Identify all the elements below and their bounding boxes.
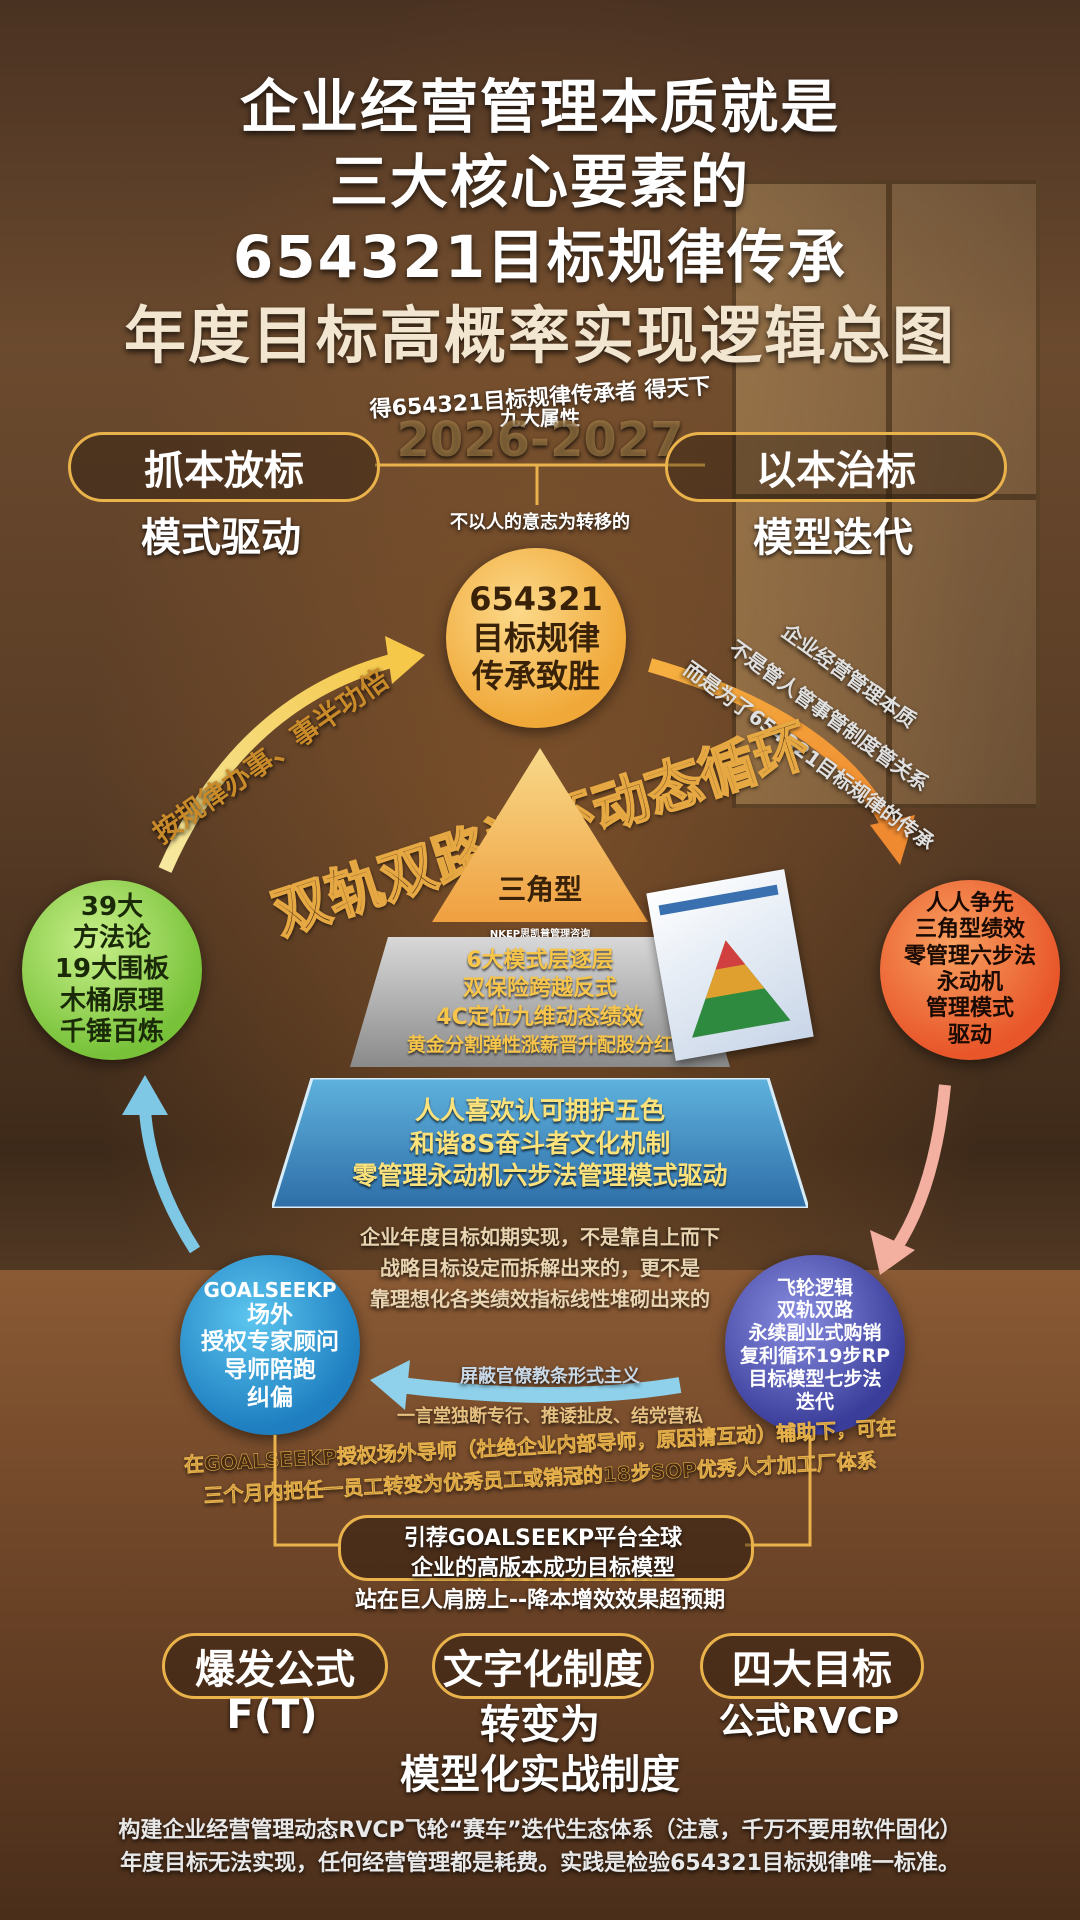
bottom-pill-3: 四大目标 (700, 1633, 924, 1699)
banner-line-2: 九大属性 (500, 406, 580, 430)
top-circle-line-3: 传承致胜 (471, 657, 600, 696)
pyramid-bottom-text: 人人喜欢认可拥护五色 和谐8S奋斗者文化机制 零管理永动机六步法管理模式驱动 (272, 1082, 808, 1206)
pyramid-middle-line-1: 6大模式层逐层 (466, 947, 614, 973)
bottom-right-circle-line-6: 迭代 (795, 1390, 834, 1413)
recommend-line-3: 站在巨人肩膀上--降本增效效果超预期 (354, 1588, 726, 1613)
bottom-pill-2-sub2: 模型化实战制度 (400, 1752, 680, 1798)
bottom-arrow-text-2: 一言堂独断专行、推诿扯皮、结党营私 (397, 1406, 703, 1427)
bottom-right-circle: 飞轮逻辑 双轨双路 永续副业式购销 复利循环19步RP 目标模型七步法 迭代 (725, 1255, 905, 1435)
bottom-right-circle-line-5: 目标模型七步法 (748, 1367, 882, 1390)
right-circle: 人人争先 三角型绩效 零管理六步法 永动机 管理模式 驱动 (880, 880, 1060, 1060)
pyramid-middle-text: 6大模式层逐层 双保险跨越反式 4C定位九维动态绩效 黄金分割弹性涨薪晋升配股分… (350, 940, 730, 1064)
center-paragraph-line-3: 靠理想化各类绩效指标线性堆砌出来的 (370, 1287, 710, 1311)
recommend-line-1: 引荐GOALSEEKP平台全球 (403, 1526, 683, 1551)
center-paragraph-line-1: 企业年度目标如期实现，不是靠自上而下 (360, 1225, 720, 1249)
bottom-left-circle-line-4: 导师陪跑 (224, 1357, 316, 1383)
right-circle-line-3: 零管理六步法 (903, 943, 1036, 969)
title-line-3: 654321目标规律传承 (232, 223, 848, 291)
bottom-left-circle-line-5: 纠偏 (247, 1384, 293, 1411)
bottom-left-circle-line-3: 授权专家顾问 (201, 1329, 339, 1356)
pyramid-bottom-line-3: 零管理永动机六步法管理模式驱动 (352, 1161, 728, 1191)
pyramid-bottom-line-2: 和谐8S奋斗者文化机制 (409, 1128, 671, 1158)
top-circle: 654321 目标规律 传承致胜 (446, 548, 626, 728)
bottom-pill-3-sub: 公式RVCP (718, 1701, 900, 1742)
right-subtitle: 模型迭代 (753, 515, 913, 561)
left-pill: 抓本放标 (68, 432, 380, 502)
right-circle-line-6: 驱动 (947, 1022, 992, 1048)
right-pill: 以本治标 (665, 432, 1007, 502)
pyramid-top-shape (432, 748, 648, 922)
top-circle-line-2: 目标规律 (471, 618, 600, 657)
top-connector-lines (375, 463, 705, 505)
bottom-right-circle-line-3: 永续副业式购销 (748, 1322, 882, 1345)
banner-years: 2026-2027 (396, 412, 684, 468)
title-line-4: 年度目标高概率实现逻辑总图 (123, 299, 956, 372)
recommend-connector (273, 1435, 812, 1547)
bottom-pill-1-sub: F(T) (226, 1692, 318, 1738)
recommend-line-2: 企业的高版本成功目标模型 (410, 1556, 675, 1581)
left-circle: 39大 方法论 19大围板 木桶原理 千锤百炼 (22, 880, 202, 1060)
left-circle-line-3: 19大围板 (54, 954, 170, 985)
pyramid-brand: NKEP思凯普管理咨询 (489, 929, 591, 940)
title-line-1: 企业经营管理本质就是 (239, 73, 840, 141)
left-subtitle: 模式驱动 (141, 515, 301, 561)
pyramid-bottom-line-1: 人人喜欢认可拥护五色 (414, 1096, 665, 1126)
pyramid-top-label: 三角型 (497, 873, 582, 906)
pyramid-middle-line-4: 黄金分割弹性涨薪晋升配股分红 (406, 1033, 673, 1056)
left-circle-line-1: 39大 (80, 892, 144, 923)
pyramid-bottom-shape (272, 1078, 808, 1208)
right-circle-line-2: 三角型绩效 (914, 917, 1025, 943)
right-circle-line-4: 永动机 (936, 970, 1003, 995)
bottom-left-circle: GOALSEEKP 场外 授权专家顾问 导师陪跑 纠偏 (180, 1255, 360, 1435)
left-circle-line-5: 千锤百炼 (59, 1016, 164, 1047)
cycle-arrows (122, 636, 951, 1410)
background-table (0, 1270, 1080, 1920)
pyramid-middle-shape (350, 937, 730, 1067)
right-circle-line-5: 管理模式 (925, 996, 1014, 1022)
recommend-box (338, 1515, 754, 1581)
bottom-left-circle-line-1: GOALSEEKP (203, 1277, 337, 1302)
bottom-right-circle-line-2: 双轨双路 (776, 1299, 853, 1322)
pyramid-middle-line-2: 双保险跨越反式 (462, 976, 617, 1002)
bottom-right-circle-line-1: 飞轮逻辑 (776, 1276, 853, 1299)
right-circle-line-1: 人人争先 (925, 890, 1014, 916)
title-line-2: 三大核心要素的 (329, 148, 750, 216)
pyramid-middle-line-3: 4C定位九维动态绩效 (436, 1004, 644, 1030)
footer-line-1: 构建企业经营管理动态RVCP飞轮“赛车”迭代生态体系（注意，千万不要用软件固化） (118, 1818, 962, 1843)
center-paragraph: 企业年度目标如期实现，不是靠自上而下 战略目标设定而拆解出来的，更不是 靠理想化… (340, 1222, 740, 1315)
bottom-pill-2: 文字化制度 (432, 1633, 654, 1699)
center-paragraph-line-2: 战略目标设定而拆解出来的，更不是 (380, 1256, 700, 1280)
left-circle-line-2: 方法论 (72, 923, 151, 954)
bottom-pill-2-sub1: 转变为 (480, 1702, 600, 1748)
book-pyramid-graphic (658, 884, 791, 1038)
top-circle-line-1: 654321 (469, 580, 603, 619)
bottom-right-circle-line-4: 复利循环19步RP (740, 1345, 890, 1367)
bottom-arrow-text-1: 屏蔽官僚教条形式主义 (460, 1366, 640, 1387)
center-note: 不以人的意志为转移的 (450, 512, 630, 533)
footer-line-2: 年度目标无法实现，任何经营管理都是耗费。实践是检验654321目标规律唯一标准。 (120, 1851, 960, 1876)
left-circle-line-4: 木桶原理 (59, 985, 164, 1016)
book-image (646, 869, 814, 1061)
bottom-pill-1: 爆发公式 (162, 1633, 388, 1699)
bottom-left-circle-line-2: 场外 (247, 1301, 293, 1328)
